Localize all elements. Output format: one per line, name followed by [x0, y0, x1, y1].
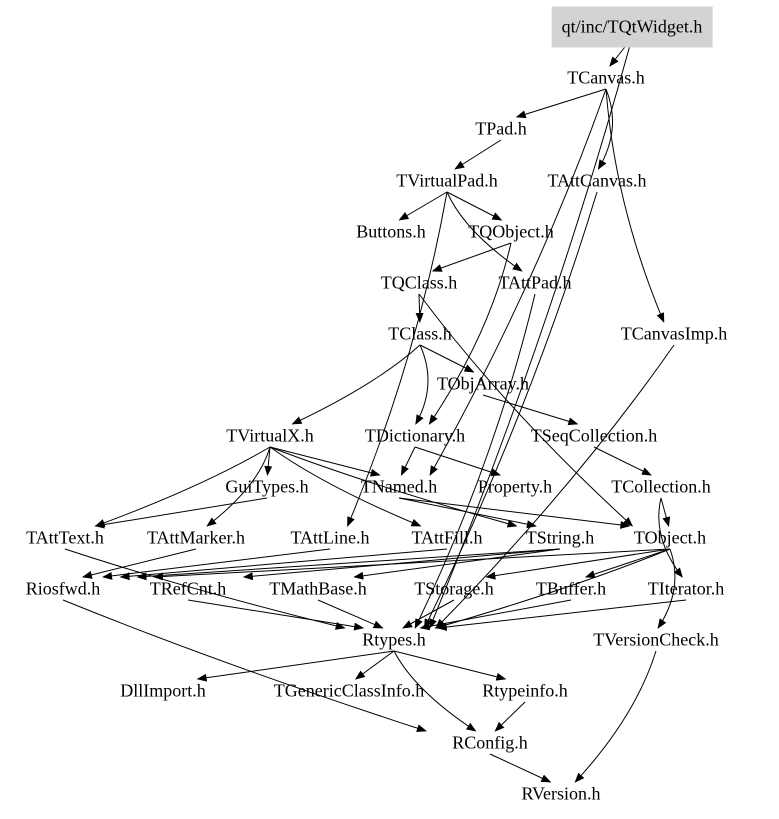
node-property-h[interactable]: Property.h: [477, 476, 553, 497]
edge-tatttext-hto-rtypes-h: [64, 548, 346, 630]
edge-tvirtualpad-hto-tqobject-h: [446, 191, 503, 221]
edge-rtypes-hto-dllimport-h: [196, 650, 395, 682]
node-tattcanvas-h[interactable]: TAttCanvas.h: [547, 170, 647, 191]
edge-tstring-hto-trefcnt-h: [242, 548, 561, 581]
edge-tqobject-hto-tdictionary-h: [428, 242, 512, 425]
node-tattfill-h[interactable]: TAttFill.h: [411, 527, 483, 548]
node-tattpad-h[interactable]: TAttPad.h: [498, 272, 572, 293]
edge-tstorage-hto-rtypes-h: [402, 599, 455, 629]
node-tobjarray-h[interactable]: TObjArray.h: [437, 373, 529, 394]
node-tcollection-h[interactable]: TCollection.h: [611, 476, 711, 497]
edge-trefcnt-hto-rtypes-h: [187, 599, 365, 631]
edge-tcanvas-hto-tnamed-h: [429, 88, 607, 476]
node-tcanvasimp-h[interactable]: TCanvasImp.h: [620, 323, 728, 344]
edge-tattfill-hto-riosfwd-h: [119, 548, 448, 581]
edge-tvirtualx-hto-tnamed-h: [269, 446, 381, 477]
edge-tqclass-hto-tclass-h: [415, 293, 424, 323]
edge-titerator-hto-rtypes-h: [436, 599, 687, 631]
node-rconfig-h[interactable]: RConfig.h: [452, 732, 528, 753]
edge-tvirtualx-hto-tstring-h: [269, 446, 518, 528]
edge-tqobject-hto-tqclass-h: [431, 242, 512, 272]
edge-rtypeinfo-hto-rconfig-h: [494, 701, 526, 732]
node-qt-inc-tqtwidget-h[interactable]: qt/inc/TQtWidget.h: [551, 6, 713, 48]
node-trefcnt-h[interactable]: TRefCnt.h: [149, 578, 227, 599]
node-tcanvas-h[interactable]: TCanvas.h: [567, 67, 645, 88]
edge-tbuffer-hto-rtypes-h: [419, 599, 572, 631]
node-tobject-h[interactable]: TObject.h: [633, 527, 707, 548]
node-tseqcollection-h[interactable]: TSeqCollection.h: [530, 425, 658, 446]
edge-tattcanvas-hto-rtypes-h: [424, 191, 598, 629]
edge-tseqcollection-hto-tcollection-h: [593, 446, 652, 476]
edge-tvirtualx-hto-tattfill-h: [269, 446, 422, 527]
edge-tcanvas-hto-tpad-h: [515, 88, 607, 119]
node-rtypeinfo-h[interactable]: Rtypeinfo.h: [482, 680, 568, 701]
edge-rtypes-hto-tgenericclassinfo-h: [354, 650, 395, 680]
edge-tversioncheck-hto-rversion-h: [574, 650, 657, 783]
edge-tobject-hto-tbuffer-h: [584, 548, 671, 578]
edge-tattmarker-hto-riosfwd-h: [81, 548, 197, 579]
edge-tstring-hto-riosfwd-h: [136, 548, 561, 581]
node-tatttext-h[interactable]: TAttText.h: [26, 527, 104, 548]
edge-tclass-hto-tobjarray-h: [419, 344, 475, 373]
edge-tqclass-hto-tobject-h: [418, 293, 634, 527]
edge-tcanvas-hto-tcanvasimp-h: [605, 88, 665, 323]
node-riosfwd-h[interactable]: Riosfwd.h: [25, 578, 101, 599]
node-tnamed-h[interactable]: TNamed.h: [360, 476, 438, 497]
node-buttons-h[interactable]: Buttons.h: [356, 221, 426, 242]
edge-rtypes-hto-rconfig-h: [393, 650, 477, 732]
node-tstorage-h[interactable]: TStorage.h: [414, 578, 494, 599]
edge-rtypes-hto-rtypeinfo-h: [393, 650, 507, 681]
node-tqclass-h[interactable]: TQClass.h: [380, 272, 458, 293]
edge-tnamed-hto-tobject-h: [398, 497, 631, 529]
edge-tpad-hto-tvirtualpad-h: [454, 139, 502, 170]
node-tvirtualpad-h[interactable]: TVirtualPad.h: [396, 170, 498, 191]
node-tqobject-h[interactable]: TQObject.h: [468, 221, 554, 242]
edge-tclass-hto-tvirtualx-h: [291, 344, 421, 425]
edge-tdictionary-hto-tnamed-h: [400, 446, 416, 476]
edge-guitypes-hto-tatttext-h: [94, 497, 268, 529]
edge-tcollection-hto-titerator-h: [658, 497, 683, 578]
edge-tvirtualpad-hto-tattline-h: [347, 191, 448, 527]
edge-tobject-hto-tversioncheck-h: [657, 548, 676, 629]
edge-tvirtualx-hto-tatttext-h: [94, 446, 271, 527]
edge-tobject-hto-riosfwd-h: [153, 548, 671, 581]
edge-tobject-hto-rtypes-h: [434, 548, 671, 630]
edge-tattpad-hto-rtypes-h: [414, 293, 536, 629]
node-tstring-h[interactable]: TString.h: [525, 527, 595, 548]
edge-rconfig-hto-rversion-h: [489, 753, 552, 783]
edge-tcanvasimp-hto-rtypes-h: [435, 344, 675, 629]
edge-tvirtualpad-hto-buttons-h: [398, 191, 448, 221]
edge-tattline-hto-riosfwd-h: [102, 548, 331, 580]
node-rtypes-h[interactable]: Rtypes.h: [362, 629, 426, 650]
node-tmathbase-h[interactable]: TMathBase.h: [269, 578, 367, 599]
edge-riosfwd-hto-rconfig-h: [62, 599, 427, 733]
node-tvirtualx-h[interactable]: TVirtualX.h: [226, 425, 314, 446]
edge-tmathbase-hto-rtypes-h: [317, 599, 384, 629]
node-tversioncheck-h[interactable]: TVersionCheck.h: [593, 629, 719, 650]
node-tattmarker-h[interactable]: TAttMarker.h: [146, 527, 246, 548]
edge-tcanvas-hto-tattcanvas-h: [597, 88, 614, 170]
node-rversion-h[interactable]: RVersion.h: [521, 783, 601, 804]
edge-tstring-hto-tmathbase-h: [353, 548, 561, 580]
node-guitypes-h[interactable]: GuiTypes.h: [225, 476, 309, 497]
node-tpad-h[interactable]: TPad.h: [475, 118, 527, 139]
edge-tobjarray-hto-tseqcollection-h: [482, 394, 579, 426]
node-tattline-h[interactable]: TAttLine.h: [290, 527, 370, 548]
node-dllimport-h[interactable]: DllImport.h: [120, 680, 206, 701]
node-tgenericclassinfo-h[interactable]: TGenericClassInfo.h: [273, 680, 425, 701]
edge-tcollection-hto-tobject-h: [660, 497, 671, 527]
node-tdictionary-h[interactable]: TDictionary.h: [364, 425, 466, 446]
edge-tvirtualx-hto-tattmarker-h: [206, 446, 271, 527]
edge-tobject-hto-tstorage-h: [485, 548, 671, 580]
edge-tdictionary-hto-property-h: [414, 446, 501, 476]
node-tclass-h[interactable]: TClass.h: [388, 323, 452, 344]
edge-tclass-hto-tdictionary-h: [415, 344, 429, 425]
node-titerator-h[interactable]: TIterator.h: [647, 578, 725, 599]
edge-tvirtualpad-hto-tattpad-h: [446, 191, 523, 272]
node-tbuffer-h[interactable]: TBuffer.h: [535, 578, 607, 599]
